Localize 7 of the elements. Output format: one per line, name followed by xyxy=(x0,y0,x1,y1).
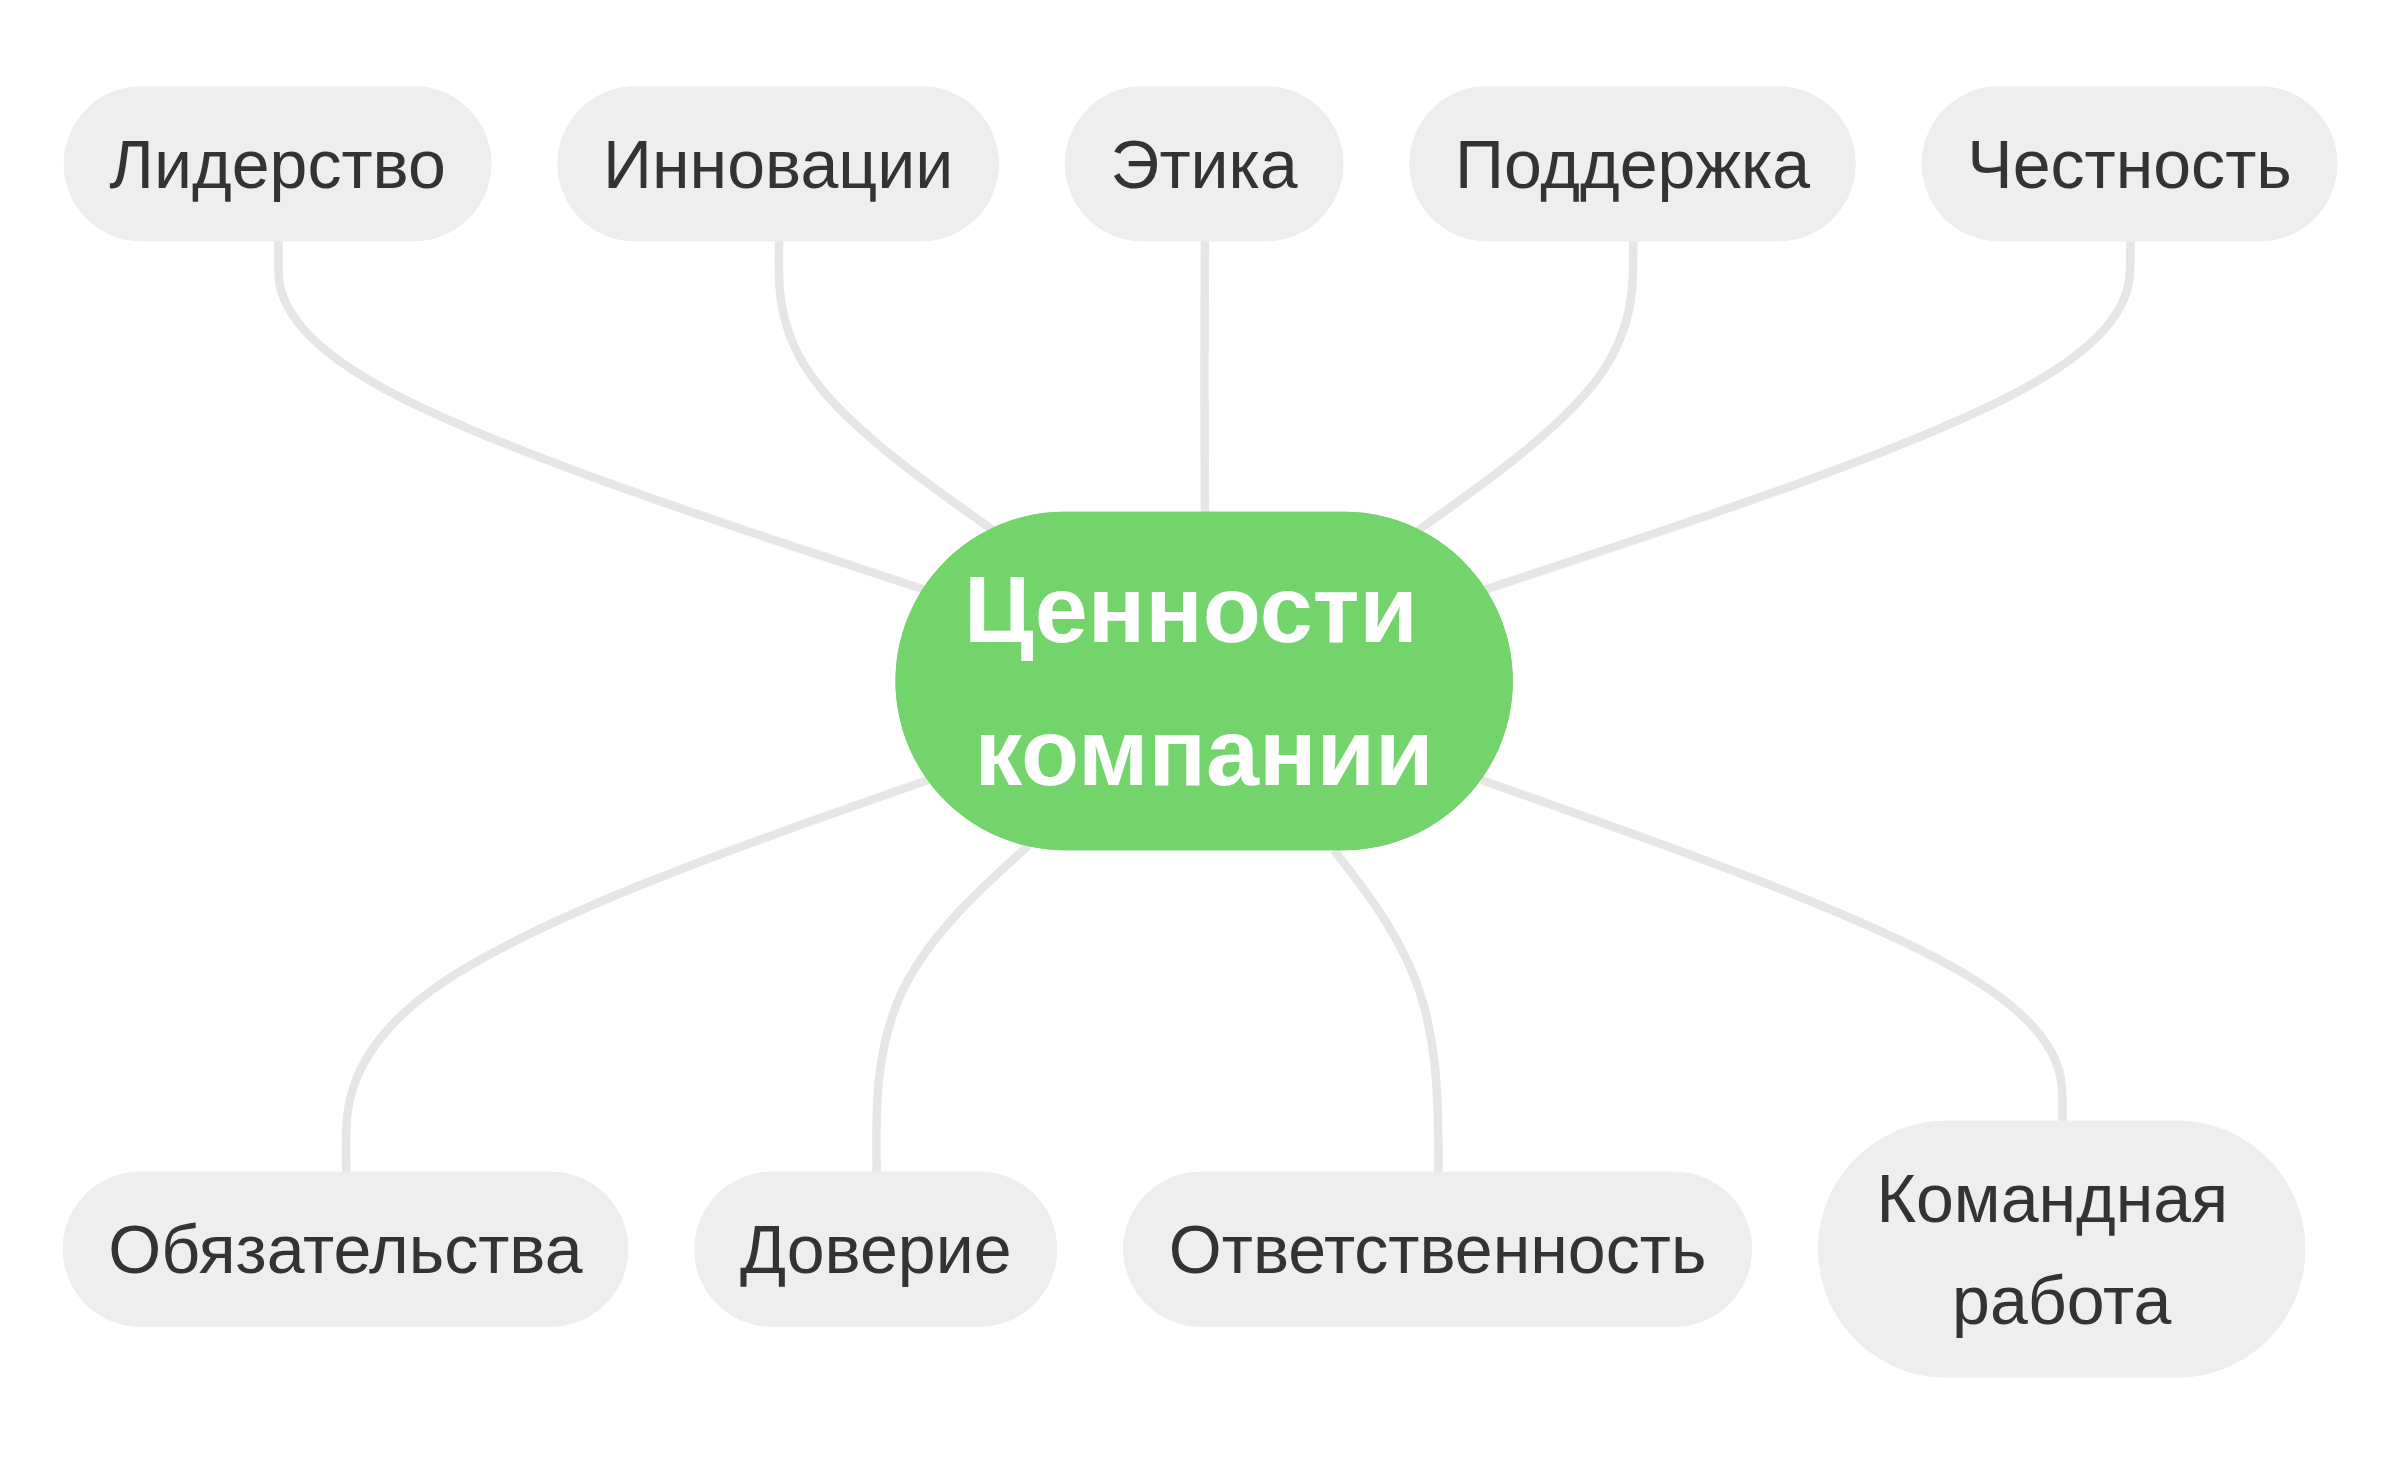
connector xyxy=(274,241,926,594)
connector xyxy=(1415,241,1638,534)
connector xyxy=(1479,775,2067,1123)
connector xyxy=(1483,241,2135,594)
connector xyxy=(341,775,931,1174)
connector xyxy=(1200,241,1210,514)
connector xyxy=(872,842,1031,1174)
